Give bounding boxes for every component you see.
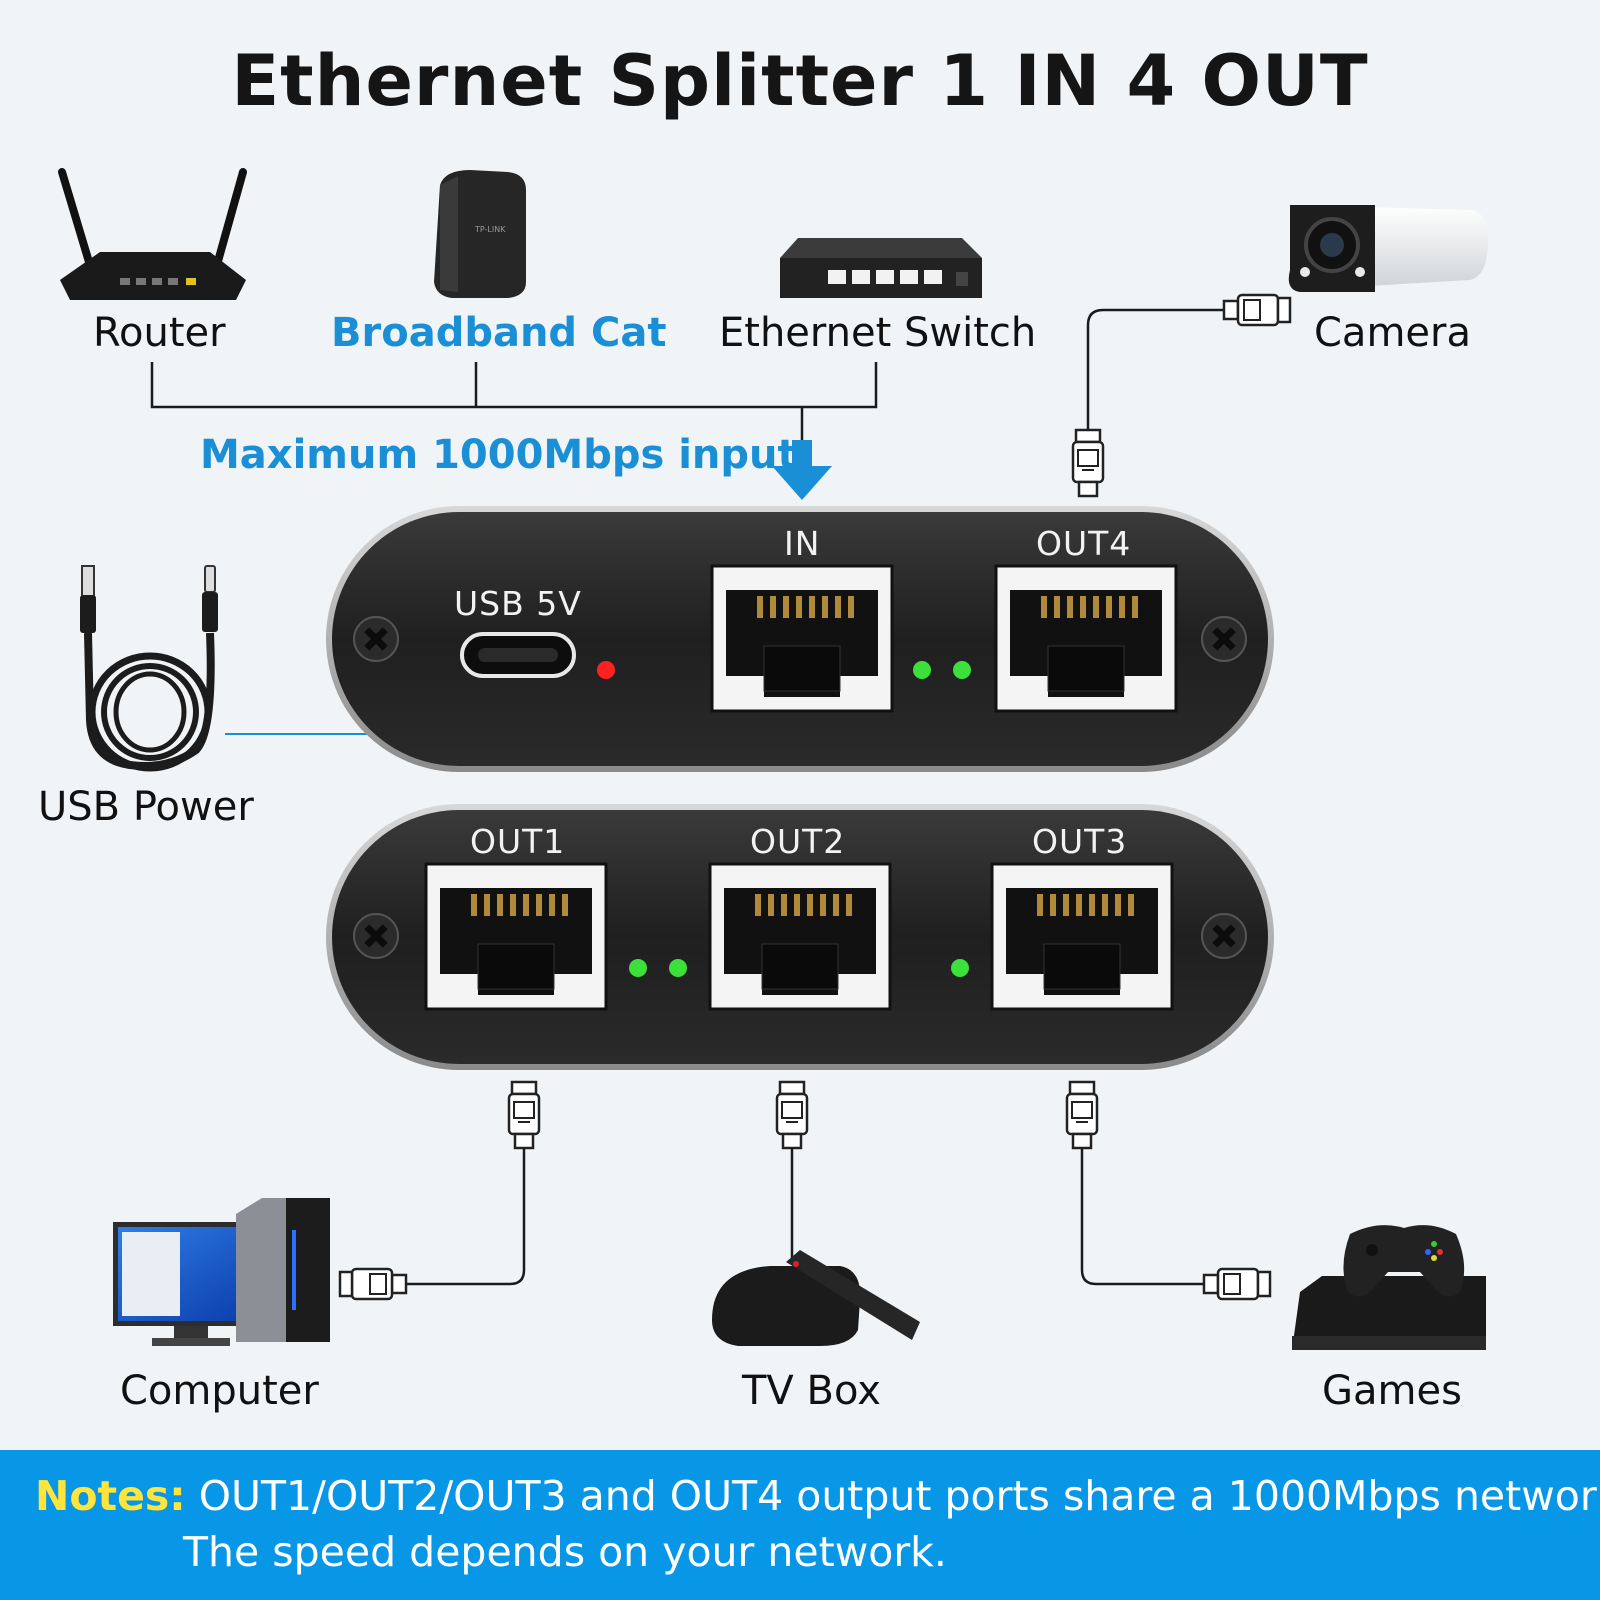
camera-cable [1071, 293, 1292, 498]
out1-port[interactable] [424, 862, 608, 1011]
in-port[interactable] [710, 564, 894, 713]
out1-port-label: OUT1 [470, 822, 566, 861]
out3-cable [1065, 1080, 1272, 1301]
modem-icon: TP-LINK [434, 170, 526, 298]
splitter-top-panel [326, 506, 1274, 772]
notes-line-1: Notes: OUT1/OUT2/OUT3 and OUT4 output po… [35, 1472, 1600, 1520]
splitter-bottom-panel [326, 804, 1274, 1070]
out1-cable [338, 1080, 541, 1301]
input-speed-note: Maximum 1000Mbps input [200, 432, 797, 478]
tv-box-icon [712, 1250, 920, 1346]
games-label: Games [1322, 1368, 1462, 1414]
notes-banner: Notes: OUT1/OUT2/OUT3 and OUT4 output po… [0, 1450, 1600, 1600]
ethernet-switch-label: Ethernet Switch [719, 310, 1037, 356]
power-led [597, 661, 615, 679]
notes-lead: Notes: [35, 1472, 186, 1520]
out3-port-label: OUT3 [1032, 822, 1128, 861]
usb-power-label: USB Power [38, 784, 254, 830]
notes-text-1: OUT1/OUT2/OUT3 and OUT4 output ports sha… [198, 1472, 1600, 1520]
out2-led [951, 959, 969, 977]
games-console-icon [1292, 1225, 1486, 1350]
router-icon [58, 168, 247, 300]
out3-port[interactable] [990, 862, 1174, 1011]
out4-port-label: OUT4 [1036, 524, 1132, 563]
out1-link-led [629, 959, 647, 977]
out2-port[interactable] [708, 862, 892, 1011]
page-title: Ethernet Splitter 1 IN 4 OUT [231, 40, 1369, 122]
switch-icon [780, 238, 982, 298]
computer-icon [113, 1198, 330, 1346]
diagram-canvas: TP-LINK [58, 168, 1488, 1350]
out2-cable [775, 1080, 809, 1262]
computer-label: Computer [120, 1368, 319, 1414]
source-connector-lines [150, 362, 878, 440]
tv-box-label: TV Box [742, 1368, 881, 1414]
down-arrow-icon [772, 440, 832, 500]
in-act-led [953, 661, 971, 679]
in-link-led [913, 661, 931, 679]
svg-text:TP-LINK: TP-LINK [474, 225, 506, 234]
broadband-cat-label: Broadband Cat [331, 310, 667, 356]
camera-icon [1288, 205, 1488, 292]
router-label: Router [93, 310, 226, 356]
camera-label: Camera [1314, 310, 1471, 356]
out4-port[interactable] [994, 564, 1178, 713]
usb-5v-label: USB 5V [454, 584, 582, 623]
notes-line-2: The speed depends on your network. [183, 1528, 947, 1576]
out1-act-led [669, 959, 687, 977]
usb-cable-icon [80, 565, 218, 772]
out2-port-label: OUT2 [750, 822, 846, 861]
in-port-label: IN [784, 524, 821, 563]
